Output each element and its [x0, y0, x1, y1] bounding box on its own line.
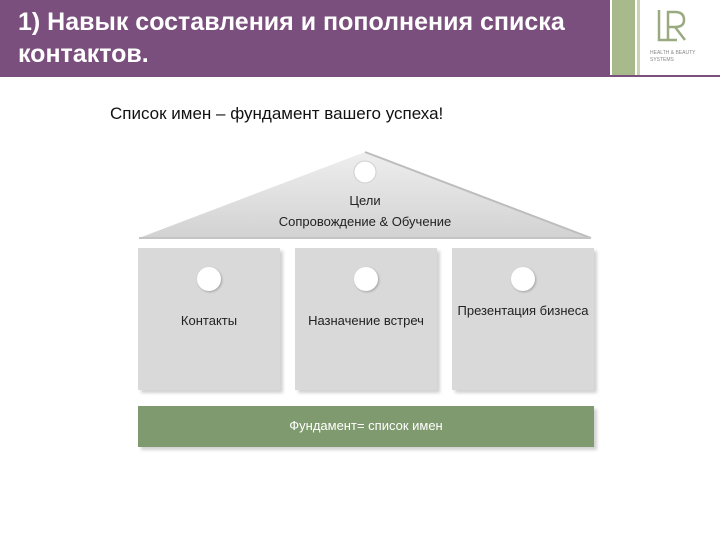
pillar-label: Контакты [180, 313, 238, 328]
title-underline [0, 75, 720, 77]
pillar-contacts: Контакты [138, 248, 280, 390]
pillar-presentation: Презентация бизнеса [452, 248, 594, 390]
logo-tagline: HEALTH & BEAUTY SYSTEMS [650, 50, 696, 63]
roof-line-support: Сопровождение & Обучение [278, 214, 452, 229]
roof-label: Цели Сопровождение & Обучение [220, 190, 510, 232]
pillar-appointments: Назначение встреч [295, 248, 437, 390]
pillar-dot [197, 267, 221, 291]
lr-logo-icon [652, 7, 690, 45]
accent-stripe [612, 0, 635, 75]
pillar-label: Презентация бизнеса [457, 303, 589, 318]
title-bar: 1) Навык составления и пополнения списка… [0, 0, 610, 75]
pillar-label: Назначение встреч [308, 313, 424, 328]
accent-stripe-thin [637, 0, 640, 75]
foundation-label: Фундамент= список имен [289, 418, 443, 433]
subtitle: Список имен – фундамент вашего успеха! [110, 104, 444, 123]
pillar-dot [354, 267, 378, 291]
roof-dot [353, 160, 377, 184]
page-title: 1) Навык составления и пополнения списка… [18, 8, 565, 68]
house-foundation: Фундамент= список имен [138, 406, 594, 447]
roof-line-goals: Цели [349, 193, 381, 208]
pillar-dot [511, 267, 535, 291]
house-roof [139, 151, 592, 239]
